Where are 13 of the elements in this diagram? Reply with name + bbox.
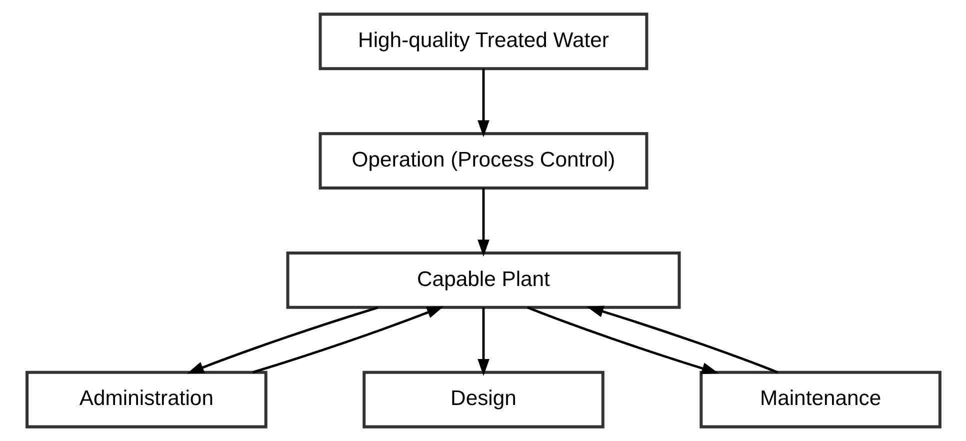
node-box: Maintenance [699, 370, 941, 428]
arrow [186, 306, 378, 374]
arrow [477, 68, 489, 138]
node-box: Administration [25, 370, 267, 428]
node-box: High-quality Treated Water [318, 12, 648, 70]
arrow [252, 306, 444, 374]
arrow [477, 188, 489, 257]
arrow [586, 306, 778, 374]
node-box: Capable Plant [286, 251, 680, 309]
arrow [526, 306, 718, 374]
node-box: Operation (Process Control) [318, 132, 648, 190]
node-box: Design [362, 370, 604, 428]
arrow [477, 308, 489, 376]
